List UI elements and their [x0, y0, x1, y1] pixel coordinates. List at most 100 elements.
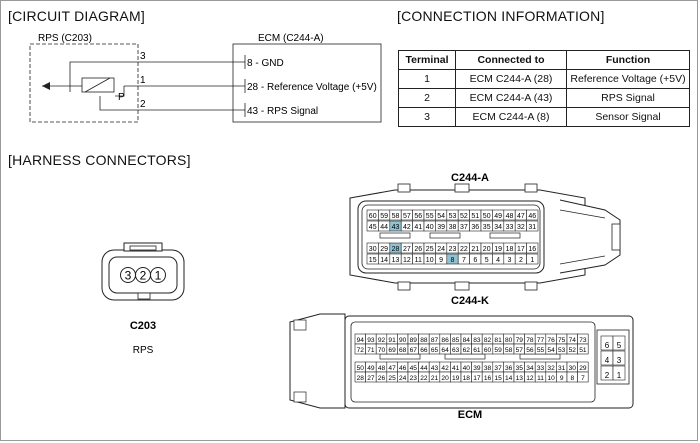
connector-pin: 40: [423, 220, 436, 232]
svg-text:36: 36: [471, 224, 479, 231]
circuit-diagram-heading: [CIRCUIT DIAGRAM]: [8, 8, 145, 24]
svg-text:37: 37: [460, 224, 468, 231]
svg-text:12: 12: [403, 257, 411, 264]
connector-pin: 19: [450, 371, 462, 383]
svg-text:47: 47: [517, 213, 525, 220]
connector-pin: 44: [418, 361, 430, 373]
svg-text:34: 34: [494, 224, 502, 231]
svg-text:19: 19: [452, 375, 460, 382]
connector-pin: 93: [365, 333, 377, 345]
connector-pin: 24: [435, 242, 448, 254]
connector-pin: 56: [412, 209, 425, 221]
svg-text:4: 4: [496, 257, 500, 264]
svg-text:76: 76: [547, 337, 555, 344]
connector-pin: 67: [407, 343, 419, 355]
connector-pin: 49: [365, 361, 377, 373]
svg-text:63: 63: [452, 347, 460, 354]
ecm-terminal-gnd: 8 - GND: [247, 58, 284, 69]
connector-pin: 20: [439, 371, 451, 383]
svg-text:6: 6: [473, 257, 477, 264]
svg-text:17: 17: [517, 246, 525, 253]
connector-pin: 26: [375, 371, 388, 383]
svg-text:33: 33: [537, 365, 545, 372]
table-cell: Sensor Signal: [566, 107, 690, 127]
svg-text:10: 10: [547, 375, 555, 382]
svg-text:43: 43: [392, 224, 400, 231]
connector-pin: 6: [469, 253, 482, 265]
connector-pin: 74: [566, 333, 578, 345]
svg-text:68: 68: [399, 347, 407, 354]
connector-pin: 40: [460, 361, 472, 373]
svg-text:32: 32: [517, 224, 525, 231]
svg-text:24: 24: [399, 375, 407, 382]
svg-text:52: 52: [569, 347, 577, 354]
ecm-terminal-rps-signal: 43 - RPS Signal: [247, 106, 318, 117]
svg-text:83: 83: [473, 337, 481, 344]
connector-pin: 42: [439, 361, 451, 373]
table-row: 3 ECM C244-A (8) Sensor Signal: [398, 107, 690, 127]
connector-pin: 21: [469, 242, 482, 254]
connector-pin: 10: [423, 253, 436, 265]
svg-text:27: 27: [403, 246, 411, 253]
svg-text:4: 4: [605, 356, 610, 365]
svg-text:44: 44: [420, 365, 428, 372]
connector-pin: 63: [450, 343, 462, 355]
connector-pin: 15: [366, 253, 379, 265]
svg-text:25: 25: [388, 375, 396, 382]
connector-pin: 55: [534, 343, 547, 355]
svg-text:15: 15: [494, 375, 502, 382]
svg-text:48: 48: [378, 365, 386, 372]
connector-pin: 78: [524, 333, 536, 345]
svg-text:79: 79: [516, 337, 524, 344]
connector-pin: 45: [407, 361, 419, 373]
connector-pin: 18: [460, 371, 472, 383]
connector-pin: 22: [457, 242, 470, 254]
connector-pin: 3: [612, 350, 626, 366]
connector-pin: 13: [389, 253, 402, 265]
svg-text:8: 8: [570, 375, 574, 382]
table-header-row: Terminal Connected to Function: [398, 50, 690, 70]
connector-pin: 64: [439, 343, 451, 355]
svg-text:23: 23: [449, 246, 457, 253]
svg-text:45: 45: [410, 365, 418, 372]
connector-pin: 68: [397, 343, 409, 355]
svg-text:21: 21: [431, 375, 439, 382]
connector-pin: 51: [577, 343, 589, 355]
connector-pin: 45: [366, 220, 379, 232]
connector-pin: 76: [545, 333, 557, 345]
sensor-pin-2: 2: [140, 99, 146, 110]
svg-text:40: 40: [463, 365, 471, 372]
connector-pin: 31: [556, 361, 568, 373]
connector-pin: 17: [471, 371, 483, 383]
svg-text:28: 28: [357, 375, 365, 382]
connector-pin: 2: [514, 253, 527, 265]
svg-text:55: 55: [537, 347, 545, 354]
connector-pin: 5: [480, 253, 493, 265]
connector-pin: 1: [612, 365, 626, 381]
svg-text:55: 55: [426, 213, 434, 220]
connector-pin: 72: [354, 343, 366, 355]
svg-text:31: 31: [528, 224, 536, 231]
ecm-box: [232, 43, 382, 123]
connector-pin: 46: [526, 209, 539, 221]
connector-pin: 33: [503, 220, 516, 232]
table-cell: ECM C244-A (43): [455, 88, 567, 108]
svg-text:77: 77: [537, 337, 545, 344]
connector-pin: 12: [524, 371, 536, 383]
svg-text:54: 54: [437, 213, 445, 220]
connector-pin: 29: [378, 242, 391, 254]
svg-text:47: 47: [388, 365, 396, 372]
table-header: Function: [566, 50, 690, 70]
svg-text:14: 14: [505, 375, 513, 382]
svg-text:28 - Reference Voltage (+5V): 28 - Reference Voltage (+5V): [247, 82, 377, 93]
svg-text:23: 23: [410, 375, 418, 382]
svg-text:36: 36: [505, 365, 513, 372]
svg-text:35: 35: [516, 365, 524, 372]
connector-pin: 24: [397, 371, 409, 383]
connector-pin: 83: [471, 333, 483, 345]
svg-text:92: 92: [378, 337, 386, 344]
svg-text:88: 88: [420, 337, 428, 344]
svg-text:59: 59: [494, 347, 502, 354]
connection-info-heading: [CONNECTION INFORMATION]: [397, 8, 605, 24]
